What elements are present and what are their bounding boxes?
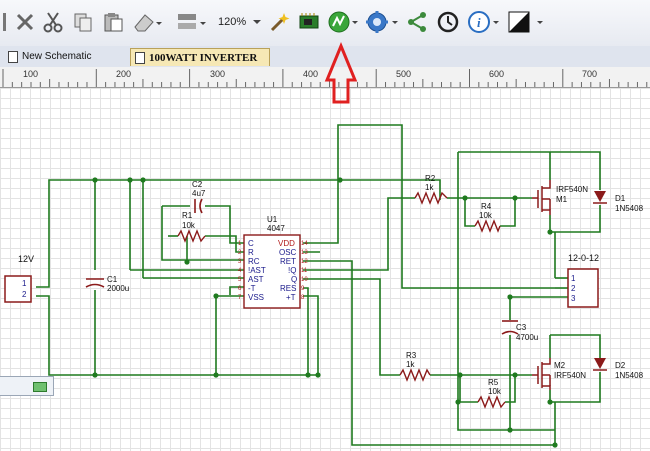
- share-icon[interactable]: [404, 7, 430, 37]
- tab-label: New Schematic: [22, 51, 92, 62]
- delete-icon[interactable]: [12, 7, 38, 37]
- tab-label: 100WATT INVERTER: [149, 52, 258, 64]
- ruler-label: 300: [210, 69, 226, 79]
- toolbar-grip-icon: [0, 7, 10, 37]
- collapsed-panel[interactable]: [0, 376, 54, 396]
- tab-100watt-inverter[interactable]: 100WATT INVERTER: [130, 48, 270, 66]
- simulate-icon[interactable]: [326, 7, 360, 37]
- ruler-label: 500: [396, 69, 412, 79]
- panel-expand-icon[interactable]: [33, 382, 47, 392]
- contrast-icon[interactable]: [506, 7, 546, 37]
- zoom-dropdown-icon[interactable]: [250, 7, 264, 37]
- eraser-icon[interactable]: [130, 7, 164, 37]
- ruler-label: 600: [489, 69, 505, 79]
- ruler-label: 100: [23, 69, 39, 79]
- tab-new-schematic[interactable]: New Schematic: [4, 48, 124, 66]
- main-toolbar: 120% i: [0, 0, 650, 47]
- zoom-level[interactable]: 120%: [218, 16, 247, 28]
- history-icon[interactable]: [434, 7, 462, 37]
- svg-text:i: i: [477, 15, 481, 30]
- pcb-icon[interactable]: [296, 7, 322, 37]
- magic-wand-icon[interactable]: [266, 7, 292, 37]
- ruler-label: 400: [303, 69, 319, 79]
- paste-icon[interactable]: [100, 7, 126, 37]
- ruler-label: 200: [116, 69, 132, 79]
- schematic-canvas[interactable]: [0, 88, 650, 451]
- align-icon[interactable]: [174, 7, 210, 37]
- horizontal-ruler: 100 200 300 400 500 600 700: [0, 67, 650, 88]
- settings-icon[interactable]: [364, 7, 400, 37]
- document-icon: [8, 51, 18, 63]
- document-icon: [135, 52, 145, 64]
- ruler-label: 700: [582, 69, 598, 79]
- ruler-ticks: [2, 69, 648, 87]
- document-tabs: New Schematic 100WATT INVERTER: [0, 46, 650, 68]
- info-icon[interactable]: i: [466, 7, 502, 37]
- cut-icon[interactable]: [40, 7, 66, 37]
- copy-icon[interactable]: [70, 7, 96, 37]
